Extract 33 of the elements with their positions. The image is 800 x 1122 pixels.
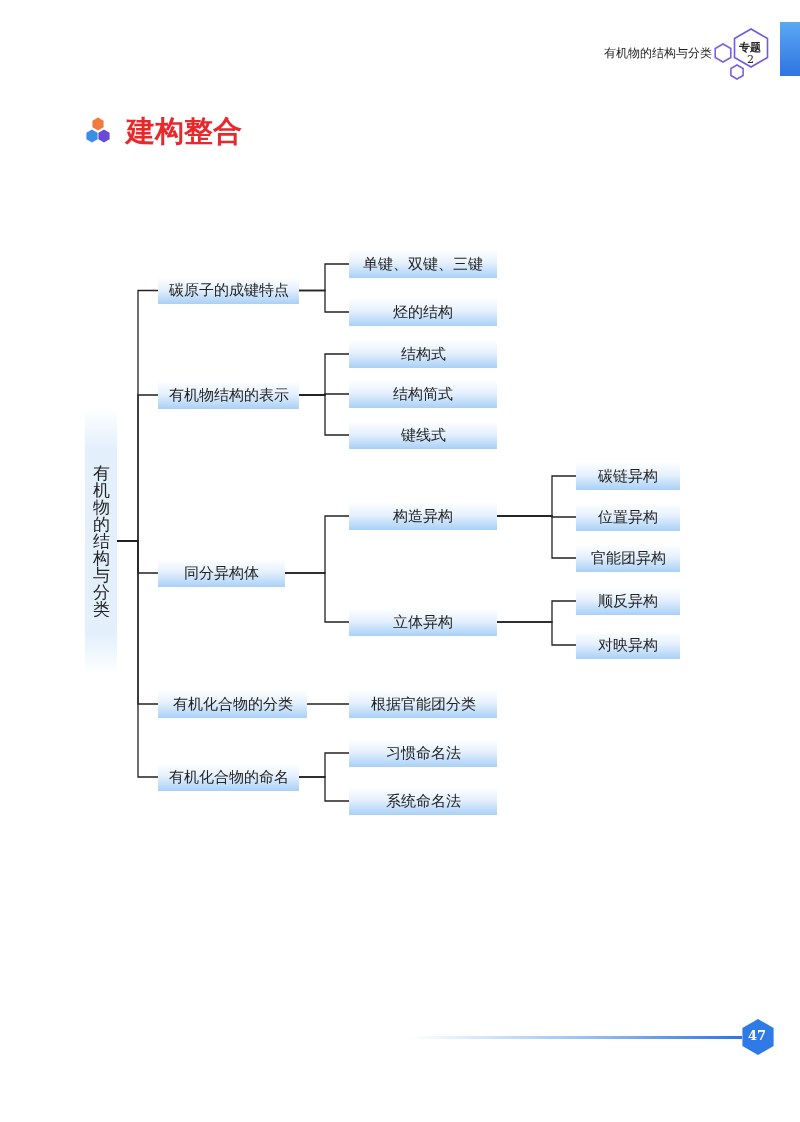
concept-box: 立体异构 xyxy=(349,608,497,636)
concept-box: 构造异构 xyxy=(349,502,497,530)
concept-box: 有机物结构的表示 xyxy=(158,381,299,409)
connector-line xyxy=(298,289,350,313)
concept-box: 对映异构 xyxy=(576,631,680,659)
connector-line xyxy=(306,703,350,705)
topic-number: 2 xyxy=(747,53,754,66)
concept-box: 根据官能团分类 xyxy=(349,690,497,718)
connector-line xyxy=(298,776,350,802)
concept-box: 碳链异构 xyxy=(576,462,680,490)
concept-box: 结构式 xyxy=(349,340,497,368)
concept-box: 顺反异构 xyxy=(576,587,680,615)
connector-line xyxy=(116,540,159,778)
concept-box: 有机化合物的命名 xyxy=(158,763,299,791)
connector-line xyxy=(298,394,350,436)
connector-line xyxy=(496,515,577,559)
connector-line xyxy=(496,621,577,646)
concept-box: 有机化合物的分类 xyxy=(158,690,307,718)
concept-box: 结构简式 xyxy=(349,380,497,408)
concept-box: 系统命名法 xyxy=(349,787,497,815)
concept-box: 单键、双键、三键 xyxy=(349,250,497,278)
page-number: 47 xyxy=(748,1028,767,1043)
section-title: 建构整合 xyxy=(126,113,242,150)
topic-label: 专题 xyxy=(739,40,761,55)
header-text: 有机物的结构与分类 xyxy=(604,45,712,62)
concept-box: 习惯命名法 xyxy=(349,739,497,767)
concept-box: 碳原子的成键特点 xyxy=(158,277,299,304)
concept-box: 位置异构 xyxy=(576,503,680,531)
concept-box: 官能团异构 xyxy=(576,544,680,572)
concept-box: 键线式 xyxy=(349,421,497,449)
concept-box: 同分异构体 xyxy=(158,559,285,587)
concept-box: 烃的结构 xyxy=(349,298,497,326)
connector-line xyxy=(284,572,350,623)
